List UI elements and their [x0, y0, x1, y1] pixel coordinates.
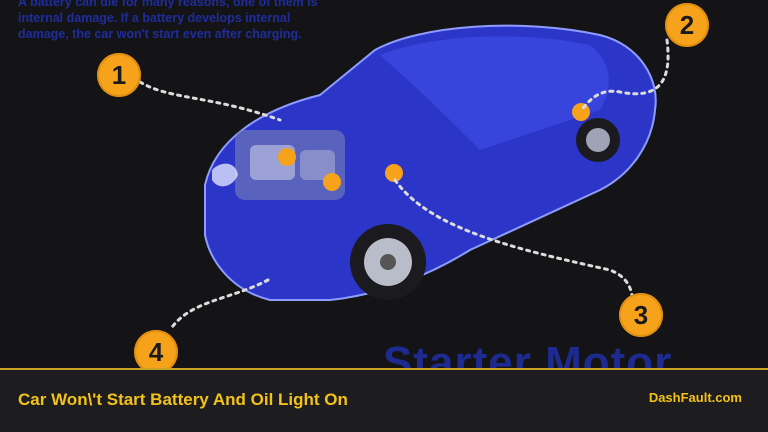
illustration-area: A battery can die for many reasons, one … — [18, 0, 709, 368]
callout-badge-3: 3 — [619, 293, 663, 337]
brand-logo: DashFault.com — [648, 390, 742, 405]
background-title: Starter Motor — [383, 338, 673, 368]
intro-text: A battery can die for many reasons, one … — [18, 0, 318, 41]
callout-badge-2: 2 — [665, 3, 709, 47]
callout-badge-1: 1 — [97, 53, 141, 97]
footer-bar: Car Won\'t Start Battery And Oil Light O… — [0, 368, 768, 432]
page-title: Car Won\'t Start Battery And Oil Light O… — [18, 390, 348, 409]
callout-badge-4: 4 — [134, 330, 178, 368]
car-illustration-icon — [138, 24, 670, 332]
